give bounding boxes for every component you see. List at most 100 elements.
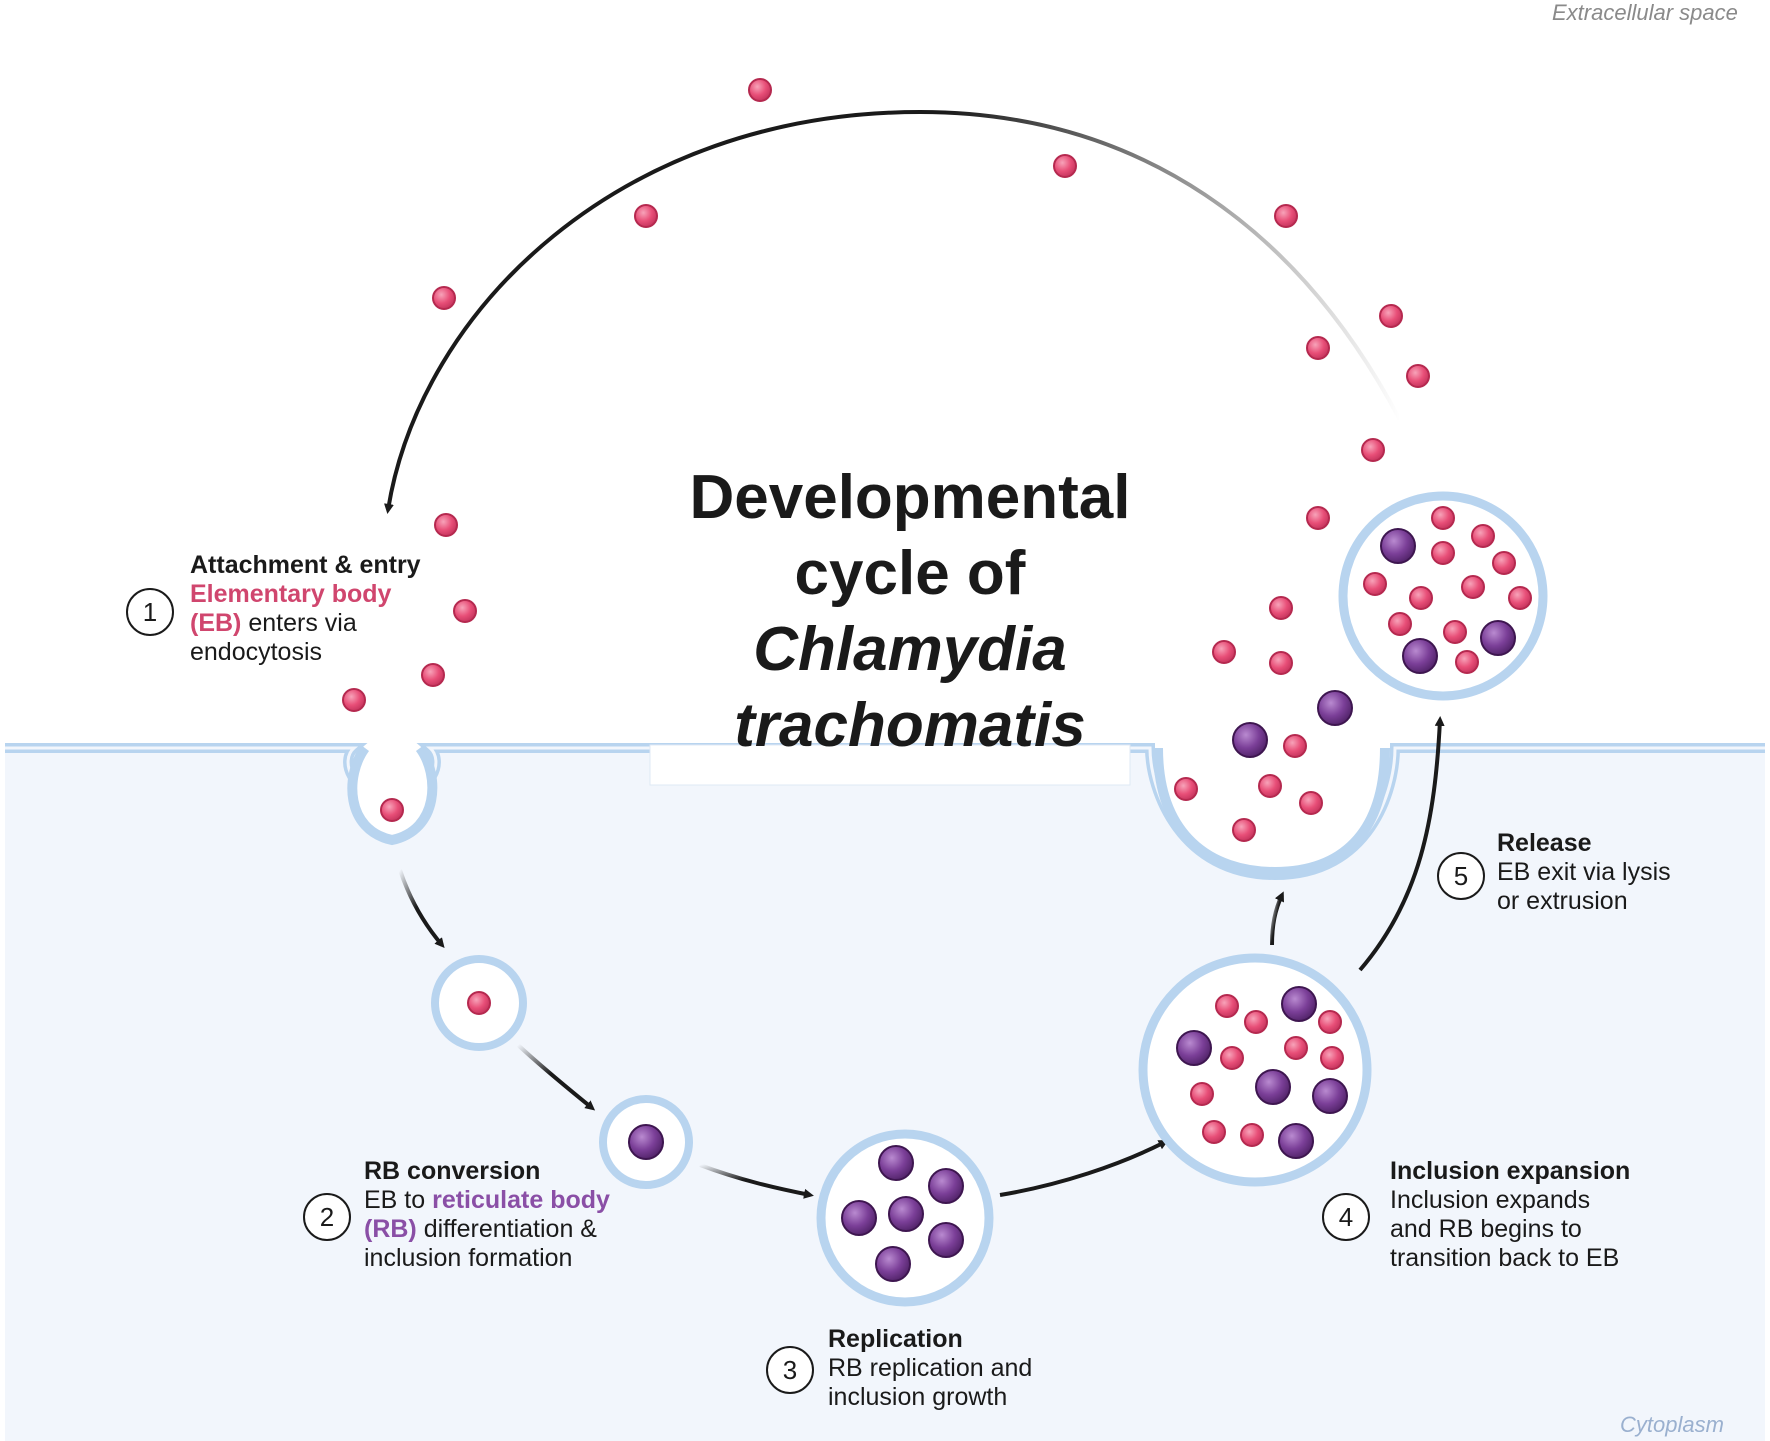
title-line-2: cycle of	[794, 539, 1026, 608]
step-4-line-1: Inclusion expands	[1390, 1186, 1591, 1214]
elementary-body	[1240, 1123, 1264, 1147]
reticulate-body	[878, 1145, 914, 1181]
reticulate-body	[841, 1200, 877, 1236]
step-4-heading: Inclusion expansion	[1390, 1157, 1631, 1185]
elementary-body	[1299, 791, 1323, 815]
reticulate-body	[1176, 1030, 1212, 1066]
step-3-number: 3	[766, 1346, 814, 1394]
elementary-body	[1212, 640, 1236, 664]
elementary-body	[1320, 1046, 1344, 1070]
step-4-line-2: and RB begins to	[1390, 1215, 1582, 1243]
arrow-entry-to-vesicle	[398, 869, 445, 949]
elementary-body	[634, 204, 658, 228]
elementary-body	[1232, 818, 1256, 842]
particle-layer	[342, 78, 1532, 1282]
step-1-heading: Attachment & entry	[190, 551, 421, 579]
step-2-rb-term: reticulate body	[432, 1186, 610, 1214]
reticulate-body	[1312, 1078, 1348, 1114]
elementary-body	[1492, 551, 1516, 575]
step-1-number: 1	[126, 588, 174, 636]
reticulate-body	[1380, 528, 1416, 564]
elementary-body	[432, 286, 456, 310]
elementary-body	[1258, 774, 1282, 798]
step-1-rest-2: endocytosis	[190, 638, 323, 666]
reticulate-body	[888, 1196, 924, 1232]
elementary-body	[1269, 651, 1293, 675]
reticulate-body	[1232, 722, 1268, 758]
title-line-4: trachomatis	[734, 691, 1086, 760]
elementary-body	[1053, 154, 1077, 178]
elementary-body	[1363, 572, 1387, 596]
reticulate-body	[1317, 690, 1353, 726]
elementary-body	[1406, 364, 1430, 388]
elementary-body	[1508, 586, 1532, 610]
reticulate-body	[1278, 1123, 1314, 1159]
step-2-text: RB conversion EB to reticulate body (RB)…	[364, 1157, 610, 1273]
elementary-body	[1202, 1120, 1226, 1144]
step-5-line-2: or extrusion	[1497, 887, 1628, 915]
elementary-body	[1409, 586, 1433, 610]
step-5-line-1: EB exit via lysis	[1497, 858, 1671, 886]
step-1-rest-1: enters via	[241, 609, 357, 637]
elementary-body	[342, 688, 366, 712]
elementary-body	[1283, 734, 1307, 758]
elementary-body	[1431, 541, 1455, 565]
reticulate-body	[1480, 620, 1516, 656]
reticulate-body	[1281, 986, 1317, 1022]
elementary-body	[421, 663, 445, 687]
elementary-body	[1244, 1010, 1268, 1034]
endocytic-pit	[347, 745, 438, 846]
step-4-line-3: transition back to EB	[1390, 1244, 1620, 1272]
arrow-expansion-to-lysis	[1358, 716, 1445, 972]
step-3-line-1: RB replication and	[828, 1354, 1033, 1382]
elementary-body	[1461, 575, 1485, 599]
elementary-body	[1269, 596, 1293, 620]
elementary-body	[1190, 1082, 1214, 1106]
arrow-replication-to-expansion	[999, 1140, 1169, 1197]
step-1-eb-abbr: (EB)	[190, 609, 242, 637]
extrusion-pocket	[1153, 747, 1390, 878]
elementary-body	[434, 513, 458, 537]
arrow-vesicle-to-rb	[516, 1043, 596, 1111]
step-1-eb-term: Elementary body	[190, 580, 392, 608]
reticulate-body	[875, 1246, 911, 1282]
step-3-line-2: inclusion growth	[828, 1383, 1008, 1411]
elementary-body	[1388, 612, 1412, 636]
extracellular-space-label: Extracellular space	[1552, 0, 1738, 25]
reticulate-body	[628, 1124, 664, 1160]
elementary-body	[1220, 1046, 1244, 1070]
step-2-number: 2	[303, 1193, 351, 1241]
reinfection-arc	[384, 109, 1402, 514]
step-2-prefix: EB to	[364, 1186, 433, 1214]
step-5-heading: Release	[1497, 829, 1592, 857]
step-2-rb-abbr: (RB)	[364, 1215, 417, 1243]
step-3-heading: Replication	[828, 1325, 963, 1353]
reticulate-body	[928, 1222, 964, 1258]
step-4-number: 4	[1322, 1193, 1370, 1241]
cytoplasm-region	[5, 748, 1765, 1441]
step-5-number: 5	[1437, 852, 1485, 900]
title-line-3: Chlamydia	[753, 615, 1067, 684]
step-2-rest-1: differentiation &	[416, 1215, 597, 1243]
title-line-1: Developmental	[689, 463, 1131, 532]
elementary-body	[1443, 620, 1467, 644]
elementary-body	[467, 991, 491, 1015]
elementary-body	[453, 599, 477, 623]
elementary-body	[1174, 777, 1198, 801]
elementary-body	[380, 798, 404, 822]
elementary-body	[1379, 304, 1403, 328]
elementary-body	[1455, 650, 1479, 674]
reticulate-body	[928, 1168, 964, 1204]
step-4-text: Inclusion expansion Inclusion expands an…	[1390, 1157, 1630, 1273]
expanded-inclusion	[1138, 953, 1372, 1187]
step-1-text: Attachment & entry Elementary body (EB) …	[190, 551, 421, 667]
step-5-text: Release EB exit via lysis or extrusion	[1497, 829, 1671, 916]
title-backdrop	[649, 744, 1131, 786]
elementary-body	[1361, 438, 1385, 462]
reticulate-body	[1402, 638, 1438, 674]
diagram-title: Developmental cycle of Chlamydia trachom…	[620, 460, 1200, 764]
elementary-body	[1471, 524, 1495, 548]
elementary-body	[1306, 336, 1330, 360]
elementary-body	[1431, 506, 1455, 530]
